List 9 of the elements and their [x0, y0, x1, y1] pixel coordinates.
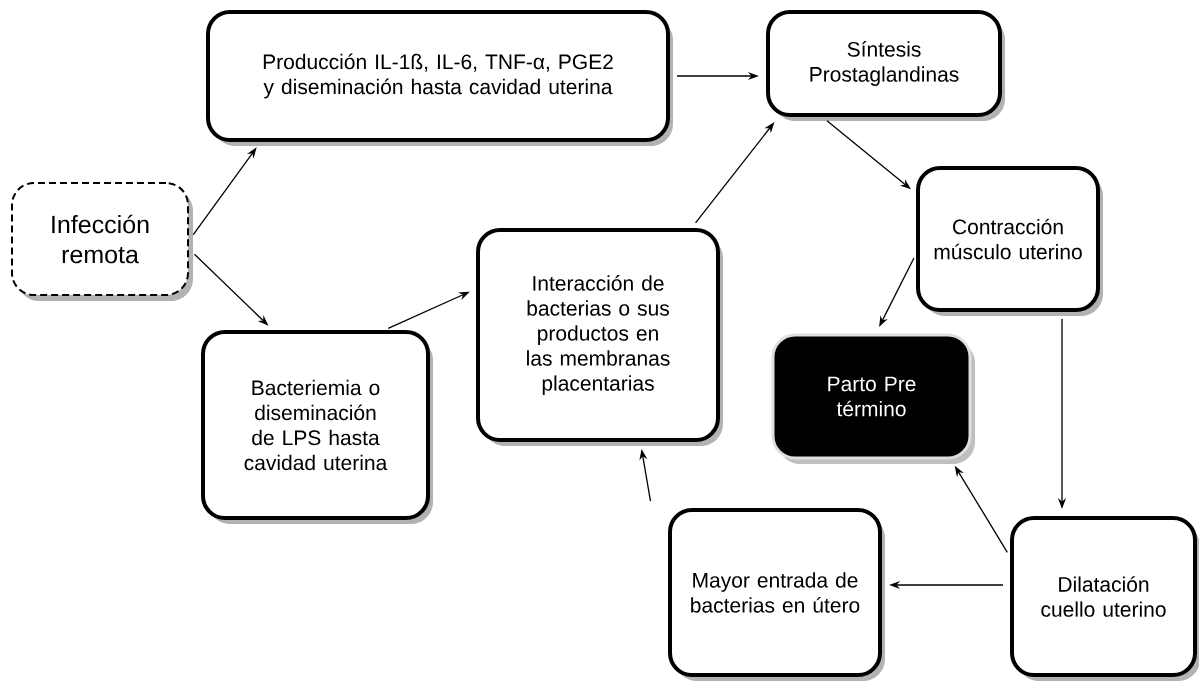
process-box: Contracción músculo uterino [916, 166, 1103, 316]
dashed-box: Infección remota [11, 182, 193, 301]
process-box: Bacteriemia o diseminación de LPS hasta cavidad uterina [201, 330, 433, 524]
highlight-box: Parto Pre término [771, 333, 975, 464]
process-box: Mayor entrada de bacterias en útero [668, 508, 885, 681]
process-box: Síntesis Prostaglandinas [766, 10, 1005, 121]
process-box: Interacción de bacterias o sus productos en las membranas placentarias [476, 228, 723, 446]
process-box: Producción IL-1ß, IL-6, TNF-α, PGE2 y diseminación hasta cavidad uterina [206, 10, 673, 146]
process-box: Dilatación cuello uterino [1010, 516, 1199, 681]
